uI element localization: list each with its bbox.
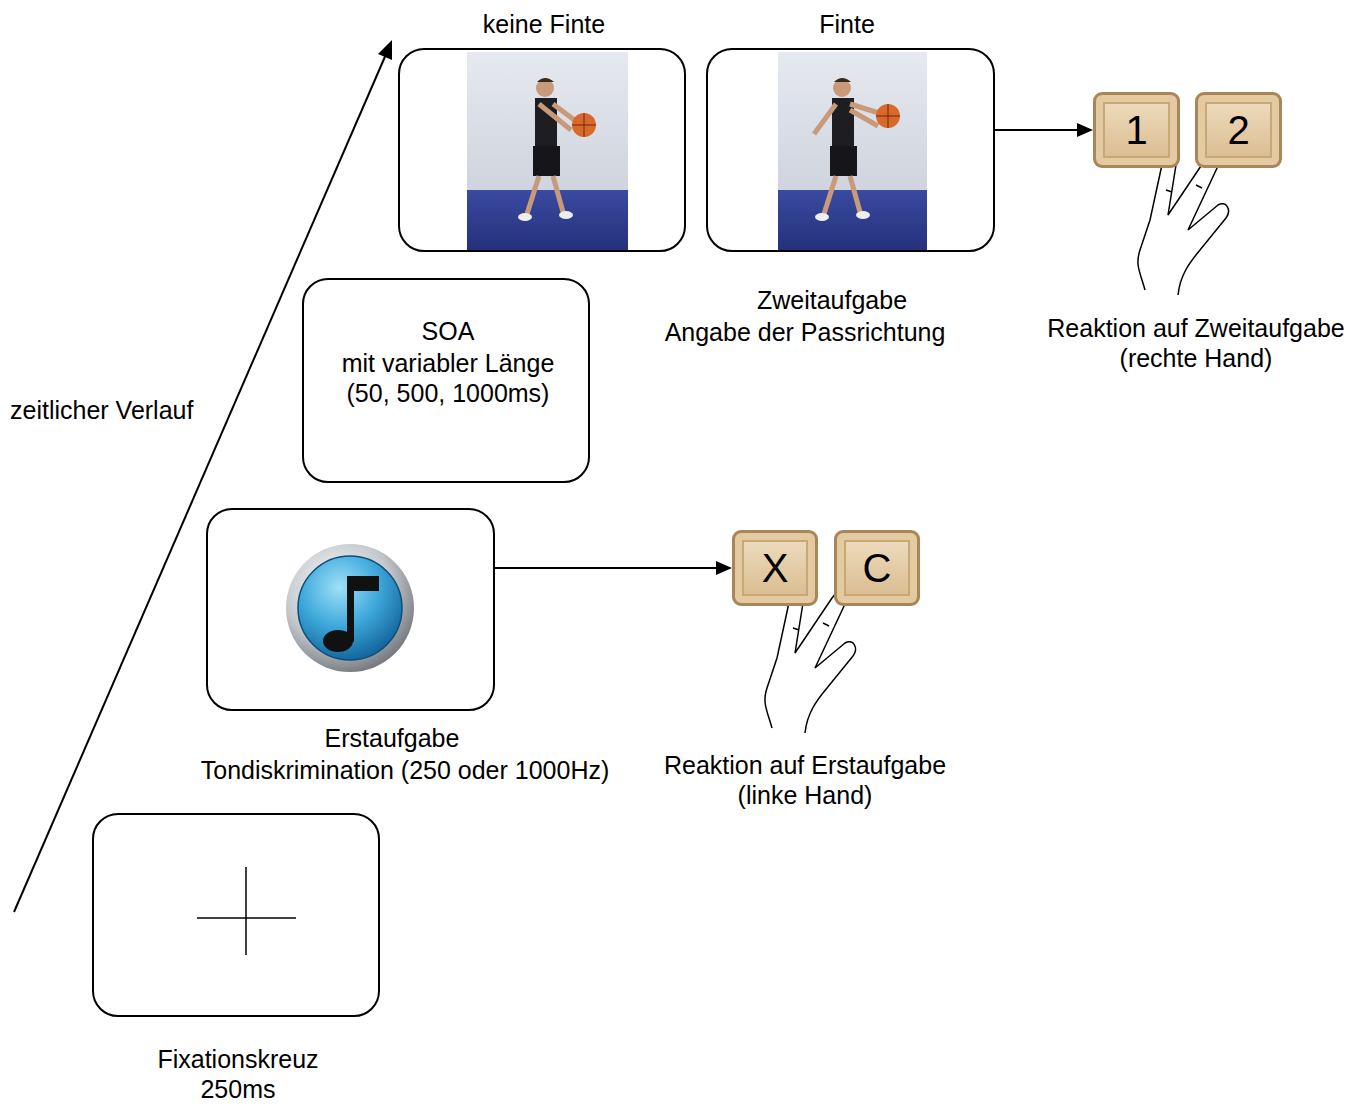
right-hand: [1138, 154, 1229, 295]
flow-arrow: [995, 123, 1093, 137]
fixation-cross: [197, 867, 296, 955]
arrow-line: [495, 567, 720, 569]
caption-text: keine Finte: [483, 10, 605, 40]
caption-text: Fixationskreuz 250ms: [138, 1045, 338, 1104]
photo-feint: [778, 52, 927, 252]
flow-arrow: [495, 561, 732, 575]
caption-text: Finte: [819, 10, 875, 40]
key-label: 1: [1125, 110, 1147, 150]
caption-text: SOA: [422, 317, 475, 347]
key-label: X: [762, 548, 789, 588]
caption-text: Zweitaufgabe: [757, 286, 907, 316]
caption-text: Tondiskrimination (250 oder 1000Hz): [201, 756, 610, 786]
response-key: 1: [1093, 92, 1180, 168]
fixation-screen: Fixationskreuz 250ms: [92, 813, 380, 1017]
arrow-head: [716, 561, 732, 575]
arrow-head: [1077, 123, 1093, 137]
video-screen: FinteZweitaufgabeAngabe der Passrichtung: [706, 48, 995, 252]
music-icon: [286, 544, 414, 672]
caption-text: Angabe der Passrichtung: [665, 318, 946, 348]
response-key: 2: [1195, 92, 1282, 168]
response-caption: Reaktion auf Zweitaufgabe (rechte Hand): [1031, 313, 1361, 373]
left-hand: [765, 592, 856, 733]
response-key: X: [732, 530, 818, 606]
arrow-line: [995, 129, 1081, 131]
axis-label: zeitlicher Verlauf: [10, 395, 193, 425]
soa-box: SOAmit variabler Länge (50, 500, 1000ms): [302, 278, 590, 483]
key-label: 2: [1227, 110, 1249, 150]
response-key: C: [834, 530, 920, 606]
caption-text: mit variabler Länge (50, 500, 1000ms): [328, 349, 568, 408]
photo-no-feint: [467, 52, 628, 252]
video-screen: keine Finte: [398, 48, 686, 252]
tone-screen: ErstaufgabeTondiskrimination (250 oder 1…: [206, 508, 495, 711]
caption-text: Erstaufgabe: [325, 724, 460, 754]
key-label: C: [863, 548, 892, 588]
response-caption: Reaktion auf Erstaufgabe (linke Hand): [650, 750, 960, 810]
